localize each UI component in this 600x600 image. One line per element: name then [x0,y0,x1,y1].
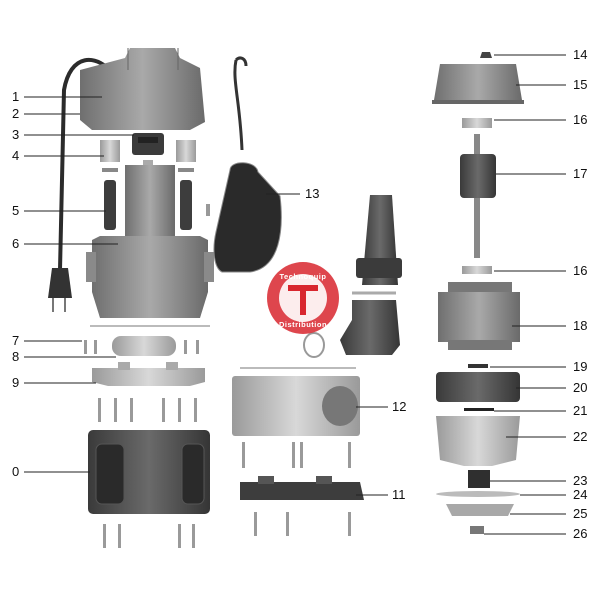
part-impeller-23 [468,470,490,488]
callout-label-c22: 22 [573,429,587,444]
callout-label-c8: 8 [12,349,19,364]
callout-label-c14: 14 [573,47,587,62]
callout-label-c1: 1 [12,89,19,104]
callout-label-c26: 26 [573,526,587,541]
part-base-housing [88,430,210,514]
callout-label-c21: 21 [573,403,587,418]
part-small-screws-7 [84,340,199,354]
part-bearing-lower [462,266,492,274]
part-filter-housing [232,367,360,436]
callout-label-c16b: 16 [573,263,587,278]
part-seal-21 [464,408,494,411]
part-cap [432,64,524,104]
callout-label-c16a: 16 [573,112,587,127]
part-screws-12 [242,442,351,468]
part-outlet-elbow [303,195,402,358]
callout-label-c11: 11 [392,487,406,502]
part-clamp [240,476,364,500]
part-stator [438,282,520,350]
callout-label-c3: 3 [12,127,19,142]
callout-label-c4: 4 [12,148,19,163]
callout-label-c12: 12 [392,399,406,414]
technoquip-watermark: Technoquip Distribution [267,262,339,334]
part-impeller-housing [436,372,520,402]
callout-label-c20: 20 [573,380,587,395]
callout-label-c2: 2 [12,106,19,121]
part-washer-24 [436,491,520,497]
callout-label-c18: 18 [573,318,587,333]
part-small-screw-13 [206,204,210,216]
callout-label-c23: 23 [573,473,587,488]
watermark-top-text: Technoquip [280,272,327,281]
callout-label-c7: 7 [12,333,19,348]
part-volute [436,416,520,466]
part-capacitor [112,336,176,356]
part-bearing-upper [462,118,492,128]
watermark-bottom-text: Distribution [279,320,327,329]
callout-labels: 1234567890131211141516171618192021222324… [12,47,587,541]
part-float-switch [213,56,282,273]
callout-label-c19: 19 [573,359,587,374]
callout-label-c0: 0 [12,464,19,479]
callout-label-c6: 6 [12,236,19,251]
part-screws-11 [254,512,351,536]
power-plug [48,268,72,312]
part-handle-top [80,48,205,130]
callout-label-c25: 25 [573,506,587,521]
part-base-plate-25 [446,504,514,516]
callout-label-c24: 24 [573,487,587,502]
part-motor-housing [86,165,214,318]
part-cable-sleeves [102,168,194,230]
callout-label-c15: 15 [573,77,587,92]
callout-label-c13: 13 [305,186,319,201]
part-screws-row-lower [103,524,195,548]
part-o-ring-19 [468,364,488,368]
part-bolt-14 [480,52,492,58]
callout-label-c9: 9 [12,375,19,390]
part-nut-26 [470,526,484,534]
part-nut [132,133,164,155]
callout-label-c17: 17 [573,166,587,181]
part-rotor [460,134,496,258]
callout-label-c5: 5 [12,203,19,218]
part-bracket [92,362,205,386]
part-screws-row-upper [98,398,197,422]
